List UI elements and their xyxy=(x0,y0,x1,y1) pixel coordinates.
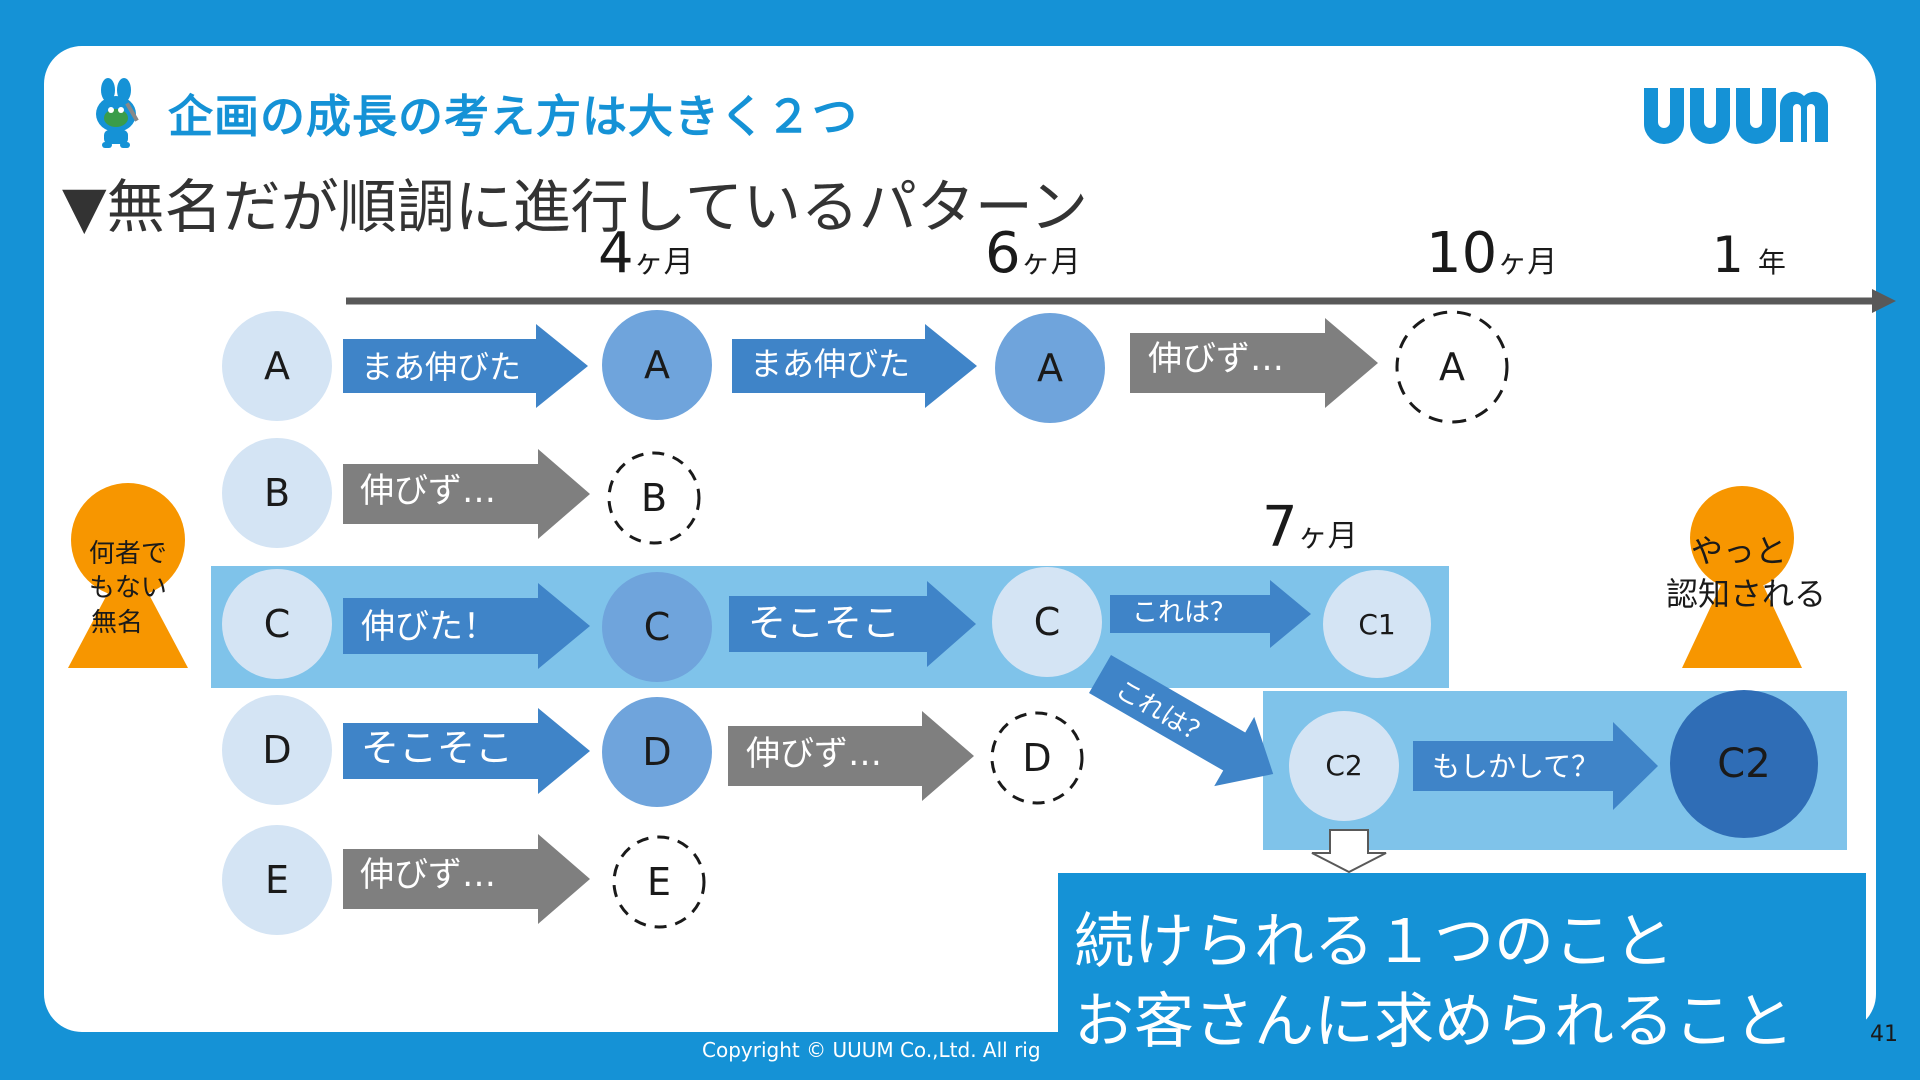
arrow-c-3-label: これは？ xyxy=(1132,598,1236,628)
person-right-label: やっと 認知される xyxy=(1666,532,1826,613)
arrow-c2 xyxy=(1413,722,1658,810)
arrow-b-1-label: 伸びず… xyxy=(360,471,496,511)
arrow-c2-label: もしかして？ xyxy=(1432,750,1599,783)
node-a-start-label: A xyxy=(264,344,290,388)
arrow-c-2 xyxy=(729,581,976,667)
arrow-d-1 xyxy=(343,708,590,794)
node-a-6m-label: A xyxy=(1037,346,1063,390)
node-a-4m-label: A xyxy=(644,343,670,387)
person-left-label: 何者で もない 無名 xyxy=(89,539,175,638)
node-d-6m-dashed xyxy=(990,711,1084,805)
callout-line-1: 続けられる１つのこと xyxy=(1074,907,1674,977)
person-recognized-icon xyxy=(1682,486,1802,668)
node-c-start xyxy=(222,569,332,679)
node-c-6m-label: C xyxy=(1034,600,1061,644)
node-a-10m-label: A xyxy=(1439,345,1465,389)
down-arrow-icon xyxy=(1311,829,1387,874)
node-c1 xyxy=(1323,570,1431,678)
node-d-6m-label: D xyxy=(1022,736,1051,780)
arrow-d-1-label: そこそこ xyxy=(361,726,513,770)
node-e-start-label: E xyxy=(265,858,289,902)
arrow-c-3 xyxy=(1110,580,1311,648)
node-d-start xyxy=(222,695,332,805)
arrow-c-1-label: 伸びた！ xyxy=(361,607,497,647)
node-b-start-label: B xyxy=(264,471,290,515)
arrow-a-2 xyxy=(732,324,977,408)
callout-line-2: お客さんに求められること xyxy=(1074,987,1794,1057)
node-e-start xyxy=(222,825,332,935)
node-e-4m-dashed xyxy=(612,835,706,929)
node-a-10m-dashed xyxy=(1395,310,1509,424)
conclusion-callout: 続けられる１つのこと お客さんに求められること xyxy=(1058,873,1866,1080)
tick-7months: 7ヶ月 xyxy=(1262,495,1358,560)
node-b-start xyxy=(222,438,332,548)
node-c2-big-label: C2 xyxy=(1717,741,1770,787)
node-c2-big xyxy=(1670,690,1818,838)
arrow-a-2-label: まあ伸びた xyxy=(750,345,910,383)
node-d-4m xyxy=(602,697,712,807)
uuum-logo xyxy=(1644,88,1828,144)
slide-subtitle: ▼無名だが順調に進行しているパターン xyxy=(62,173,1088,241)
node-d-start-label: D xyxy=(262,728,291,772)
arrow-a-1-label: まあ伸びた xyxy=(361,348,521,386)
mascot-icon xyxy=(96,78,139,148)
tick-10months: 10ヶ月 xyxy=(1426,221,1557,286)
tick-4months: 4ヶ月 xyxy=(598,221,694,286)
tick-6months: 6ヶ月 xyxy=(985,221,1081,286)
arrow-d-2-label: 伸びず… xyxy=(746,734,882,774)
arrow-c-1 xyxy=(343,583,590,669)
node-d-4m-label: D xyxy=(642,730,671,774)
node-a-start xyxy=(222,311,332,421)
node-a-4m xyxy=(602,310,712,420)
page-number: 41 xyxy=(1870,1022,1898,1047)
node-c2-label: C2 xyxy=(1325,749,1362,782)
arrow-d-2 xyxy=(728,711,974,801)
node-b-4m-dashed xyxy=(607,451,701,545)
node-b-4m-label: B xyxy=(641,476,667,520)
node-a-6m xyxy=(995,313,1105,423)
arrow-b-1 xyxy=(343,449,590,539)
arrow-c-2-label: そこそこ xyxy=(748,601,900,645)
slide-title: 企画の成長の考え方は大きく２つ xyxy=(168,90,859,143)
node-c1-label: C1 xyxy=(1358,608,1395,641)
person-unknown-icon xyxy=(68,483,188,668)
arrow-e-1 xyxy=(343,834,590,924)
node-c-4m xyxy=(602,572,712,682)
timeline-arrowhead xyxy=(1872,289,1896,313)
copyright-text: Copyright © UUUM Co.,Ltd. All rig xyxy=(702,1038,1041,1062)
node-c-6m xyxy=(992,567,1102,677)
arrow-a-1 xyxy=(343,324,588,408)
arrow-a-3-label: 伸びず… xyxy=(1148,339,1284,379)
node-c-4m-label: C xyxy=(644,605,671,649)
arrow-a-3 xyxy=(1130,318,1378,408)
node-e-4m-label: E xyxy=(647,860,671,904)
node-c-start-label: C xyxy=(264,602,291,646)
arrow-e-1-label: 伸びず… xyxy=(360,855,496,895)
node-c2 xyxy=(1289,711,1399,821)
